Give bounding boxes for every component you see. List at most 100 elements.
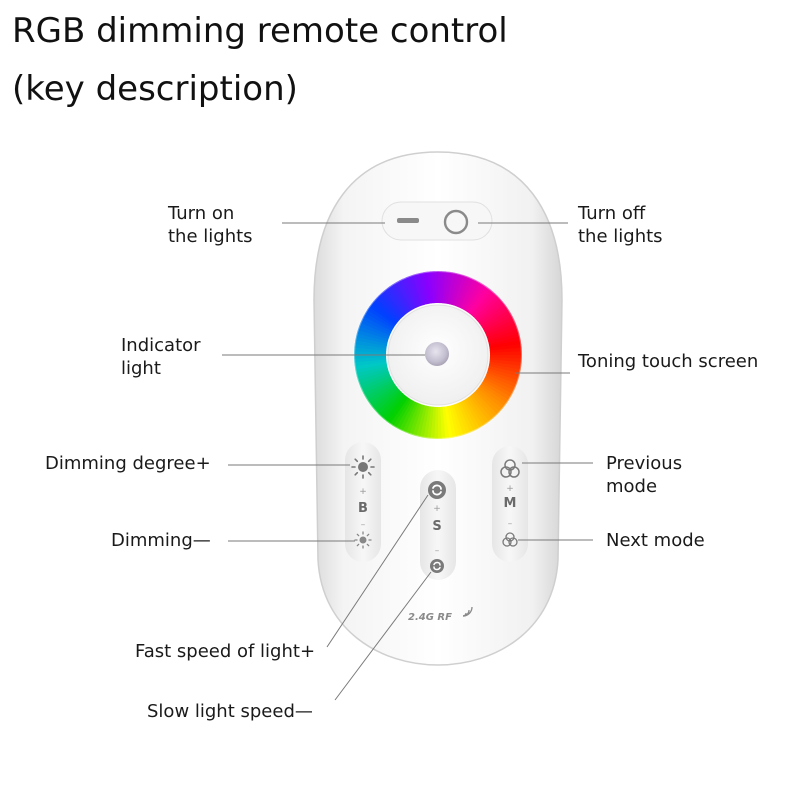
wheel-segment bbox=[360, 374, 391, 391]
label-dim-up: Dimming degree+ bbox=[45, 452, 211, 475]
wheel-segment bbox=[360, 319, 391, 336]
wheel-segment bbox=[444, 271, 454, 304]
page-title: RGB dimming remote control (key descript… bbox=[12, 2, 508, 118]
wheel-segment bbox=[444, 406, 453, 439]
wheel-segment bbox=[405, 402, 421, 434]
rf-badge-text: 2.4G RF bbox=[408, 612, 452, 623]
swirl-icon bbox=[428, 481, 446, 499]
wheel-segment bbox=[455, 276, 471, 308]
wheel-segment bbox=[354, 339, 387, 349]
wheel-segment bbox=[381, 290, 405, 317]
label-turn-on: Turn on the lights bbox=[168, 202, 253, 248]
leader-lines bbox=[222, 222, 593, 701]
sun-small-icon bbox=[354, 531, 372, 549]
wheel-segment bbox=[451, 273, 464, 306]
wheel-segment bbox=[365, 309, 395, 330]
dim-up-button[interactable] bbox=[351, 455, 375, 479]
wheel-segment bbox=[402, 277, 419, 308]
wheel-segment bbox=[415, 405, 427, 438]
wheel-segment bbox=[442, 271, 450, 304]
key-b-label: B bbox=[358, 501, 368, 516]
turn-off-button[interactable] bbox=[443, 209, 469, 235]
wheel-segment bbox=[467, 396, 490, 425]
wheel-segment bbox=[488, 366, 521, 378]
wheel-segment bbox=[484, 316, 515, 334]
mode-strip: + M – bbox=[492, 446, 528, 562]
wheel-segment bbox=[477, 300, 505, 324]
wheel-segment bbox=[380, 393, 405, 420]
swirl-small-icon bbox=[430, 559, 444, 573]
wheel-segment bbox=[371, 386, 399, 410]
label-indicator: Indicator light bbox=[121, 334, 201, 380]
dim-down-button[interactable] bbox=[354, 531, 372, 549]
wheel-segment bbox=[371, 300, 399, 324]
wheel-segment bbox=[423, 271, 432, 304]
wheel-segment bbox=[486, 326, 519, 340]
indicator-light bbox=[425, 342, 449, 366]
speed-down-button[interactable] bbox=[430, 559, 444, 573]
leader-fast-speed bbox=[326, 494, 429, 648]
wheel-segment bbox=[426, 406, 434, 439]
wheel-segment bbox=[373, 297, 400, 322]
wheel-segment bbox=[389, 397, 411, 426]
wheel-segment bbox=[449, 272, 461, 305]
previous-mode-button[interactable] bbox=[500, 459, 520, 478]
wheel-segment bbox=[422, 406, 432, 439]
wheel-segment bbox=[476, 388, 503, 413]
wheel-segment bbox=[453, 403, 467, 436]
wheel-segment bbox=[392, 398, 413, 428]
speed-up-button[interactable] bbox=[428, 481, 446, 499]
wheel-segment bbox=[485, 372, 517, 388]
wheel-segment bbox=[483, 376, 515, 395]
wheel-segment bbox=[363, 312, 394, 332]
label-dim-up-text: Dimming degree+ bbox=[45, 453, 211, 474]
wheel-segment bbox=[451, 404, 464, 437]
wheel-segment bbox=[446, 272, 457, 305]
wheel-segment bbox=[356, 329, 389, 342]
wheel-segment bbox=[392, 282, 413, 312]
wheel-segment bbox=[453, 274, 468, 307]
brightness-strip: + B – bbox=[345, 442, 381, 562]
page-title-line-2: (key description) bbox=[12, 69, 298, 109]
wheel-segment bbox=[476, 298, 503, 322]
wheel-segment bbox=[367, 306, 396, 328]
wheel-segment bbox=[358, 372, 390, 388]
next-mode-button[interactable] bbox=[502, 532, 518, 547]
label-turn-off-line-2: the lights bbox=[578, 226, 663, 247]
label-previous-mode-line-2: mode bbox=[606, 476, 658, 497]
wheel-segment bbox=[355, 336, 388, 347]
wheel-segment bbox=[480, 382, 509, 404]
wheel-segment bbox=[373, 388, 400, 412]
wheel-segment bbox=[461, 280, 481, 311]
wheel-segment bbox=[354, 343, 387, 351]
page-title-line-1: RGB dimming remote control bbox=[12, 11, 508, 51]
leader-slow-speed bbox=[334, 571, 432, 701]
wheel-segment bbox=[479, 384, 507, 407]
wheel-segment bbox=[389, 283, 411, 313]
wheel-segment bbox=[361, 315, 393, 334]
label-slow-speed: Slow light speed— bbox=[147, 700, 313, 723]
wheel-segment bbox=[355, 363, 388, 374]
wheel-segment bbox=[356, 368, 389, 381]
wheel-segment bbox=[488, 333, 521, 345]
wheel-segment bbox=[442, 406, 450, 439]
wheel-segment bbox=[354, 359, 387, 367]
turn-on-button[interactable] bbox=[397, 218, 419, 223]
wheel-segment bbox=[482, 378, 513, 398]
wheel-segment bbox=[440, 271, 446, 304]
m-minus-sign: – bbox=[508, 519, 513, 529]
wheel-segment bbox=[471, 393, 495, 420]
wheel-segment bbox=[357, 370, 390, 384]
wheel-segment bbox=[489, 361, 522, 371]
wheel-segment bbox=[457, 277, 474, 308]
wheel-segment bbox=[408, 403, 423, 436]
wheel-segment bbox=[463, 282, 484, 312]
wheel-segment bbox=[457, 402, 474, 433]
wheel-segment bbox=[405, 275, 421, 307]
toning-touch-wheel[interactable] bbox=[353, 270, 523, 440]
wheel-segment bbox=[383, 288, 407, 316]
wifi-waves-icon bbox=[462, 606, 473, 617]
wheel-segment bbox=[434, 271, 439, 304]
wheel-segment bbox=[469, 288, 493, 316]
rgb-circles-small-icon bbox=[502, 532, 518, 547]
